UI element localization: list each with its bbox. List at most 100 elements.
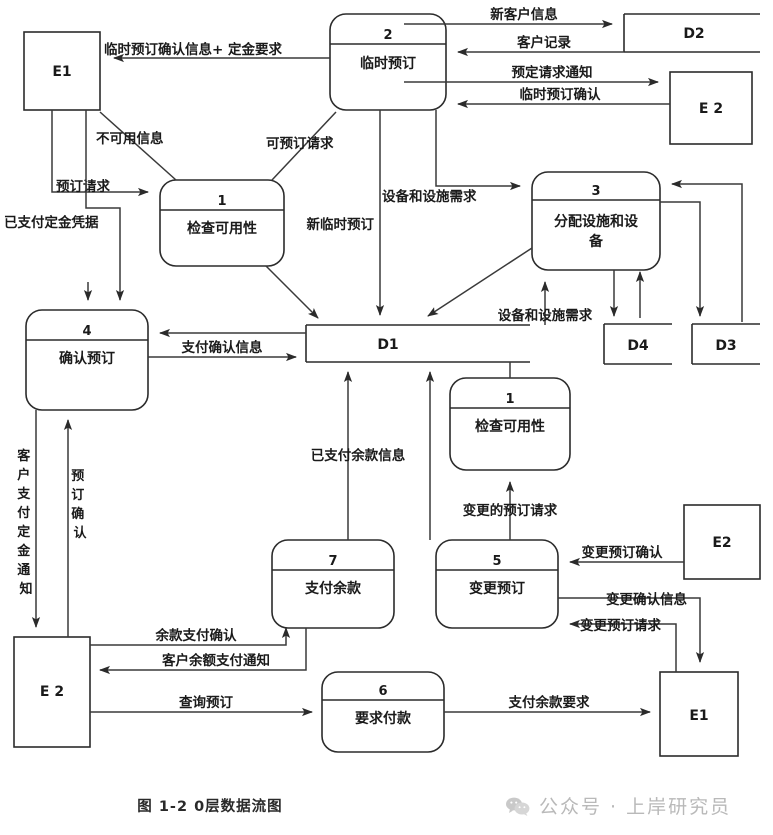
process-7: 7 支付余款 bbox=[271, 539, 395, 629]
process-name: 检查可用性 bbox=[475, 418, 545, 435]
flow-label: 余款支付确认 bbox=[155, 627, 237, 644]
flow-label-vertical: 客 户 支 付 定 金 通 知 bbox=[16, 448, 35, 597]
entity-e1-top: E1 bbox=[23, 31, 101, 111]
datastore-label: D1 bbox=[377, 337, 398, 353]
process-6: 6 要求付款 bbox=[321, 671, 445, 753]
flow-label: 变更的预订请求 bbox=[463, 502, 558, 519]
datastore-d3: D3 bbox=[691, 323, 760, 365]
flow-f17: 变更确认信息 bbox=[558, 591, 705, 663]
process-number: 3 bbox=[591, 184, 600, 199]
flow-label: 变更预订确认 bbox=[582, 544, 663, 561]
datastore-d4: D4 bbox=[603, 323, 672, 365]
flow-f02: 新客户信息 bbox=[404, 6, 613, 29]
flow-label-vertical: 预 订 确 认 bbox=[71, 469, 89, 541]
flow-label: 支付确认信息 bbox=[181, 339, 263, 356]
process-1b: 1 检查可用性 bbox=[449, 377, 571, 471]
wechat-icon bbox=[505, 796, 531, 816]
process-1a: 1 检查可用性 bbox=[159, 179, 285, 267]
flow-f12: 设备和设施需求 bbox=[498, 281, 593, 325]
flow-label: 已支付余款信息 bbox=[311, 447, 406, 464]
flow-f11: 新临时预订 bbox=[307, 110, 385, 316]
process-name: 变更预订 bbox=[469, 580, 525, 597]
flow-f21: 查询预订 bbox=[90, 694, 313, 717]
process-number: 6 bbox=[378, 684, 387, 699]
process-2: 2 临时预订 bbox=[329, 13, 447, 111]
flow-label: 设备和设施需求 bbox=[382, 188, 477, 205]
flow-f16: 变更预订确认 bbox=[569, 544, 684, 567]
flow-label: 预定请求通知 bbox=[512, 64, 593, 81]
process-name-line1: 分配设施和设 bbox=[554, 213, 639, 230]
datastore-label: D4 bbox=[627, 338, 649, 354]
entity-label: E2 bbox=[712, 535, 731, 551]
flow-f05: 临时预订确认 bbox=[457, 86, 670, 109]
entity-label: E 2 bbox=[40, 684, 64, 700]
flow-label: 查询预订 bbox=[179, 694, 233, 711]
entity-e2-bottom: E 2 bbox=[13, 636, 91, 748]
flow-label: 客户余额支付通知 bbox=[161, 652, 270, 669]
flow-v1: 客 户 支 付 定 金 通 知 bbox=[16, 410, 41, 628]
process-3: 3 分配设施和设 备 bbox=[531, 171, 661, 271]
flow-label: 变更确认信息 bbox=[606, 591, 687, 608]
process-name: 临时预订 bbox=[360, 55, 416, 72]
datastore-d2: D2 bbox=[623, 13, 760, 53]
figure-caption: 图 1-2 0层数据流图 bbox=[137, 799, 283, 815]
process-name: 检查可用性 bbox=[187, 220, 257, 237]
watermark: 公众号 · 上岸研究员 bbox=[505, 792, 731, 819]
entity-e2-top: E 2 bbox=[669, 71, 753, 145]
flow-v2: 预 订 确 认 bbox=[63, 419, 89, 637]
flow-p3-to-d1 bbox=[427, 247, 533, 317]
entity-label: E1 bbox=[52, 64, 71, 80]
entity-label: E1 bbox=[689, 708, 708, 724]
flow-f15: 变更的预订请求 bbox=[463, 481, 558, 540]
flow-label: 客户记录 bbox=[516, 34, 571, 51]
process-number: 7 bbox=[328, 554, 337, 569]
flow-label: 变更预订请求 bbox=[580, 617, 661, 634]
flow-f20: 客户余额支付通知 bbox=[99, 628, 307, 675]
flow-f14: 已支付余款信息 bbox=[311, 371, 406, 540]
process-name-line2: 备 bbox=[588, 233, 604, 250]
process-number: 4 bbox=[82, 324, 91, 339]
flow-f10: 设备和设施需求 bbox=[382, 110, 521, 205]
flow-label: 新客户信息 bbox=[490, 6, 558, 23]
process-name: 要求付款 bbox=[355, 710, 412, 727]
flow-label: 支付余款要求 bbox=[508, 694, 590, 711]
datastore-label: D3 bbox=[715, 338, 736, 354]
flow-label: 已支付定金凭据 bbox=[4, 214, 99, 231]
flow-f07: 可预订请求 bbox=[266, 111, 337, 181]
process-number: 1 bbox=[217, 194, 226, 209]
flow-label: 临时预订确认信息+ 定金要求 bbox=[104, 41, 283, 58]
entity-e1-bottom: E1 bbox=[659, 671, 739, 757]
flow-label: 不可用信息 bbox=[96, 130, 164, 147]
entity-label: E 2 bbox=[699, 101, 723, 117]
flow-p3-d3 bbox=[660, 179, 743, 322]
flow-label: 设备和设施需求 bbox=[498, 307, 593, 324]
process-5: 5 变更预订 bbox=[435, 539, 559, 629]
flow-f19: 余款支付确认 bbox=[90, 627, 291, 646]
process-4: 4 确认预订 bbox=[25, 309, 149, 411]
flow-p1a-to-d1 bbox=[265, 265, 319, 319]
flow-label: 可预订请求 bbox=[266, 135, 334, 152]
flow-f22: 支付余款要求 bbox=[444, 694, 651, 717]
datastore-label: D2 bbox=[683, 26, 704, 42]
datastore-d1: D1 bbox=[305, 324, 530, 363]
process-name: 支付余款 bbox=[304, 580, 362, 597]
watermark-text: 公众号 · 上岸研究员 bbox=[539, 796, 732, 818]
process-number: 5 bbox=[492, 554, 501, 569]
entity-e2-right: E2 bbox=[683, 504, 761, 580]
flow-f06: 不可用信息 bbox=[96, 111, 177, 181]
flow-f08: 预订请求 bbox=[51, 110, 149, 197]
flow-f01: 临时预订确认信息+ 定金要求 bbox=[104, 41, 330, 63]
process-number: 1 bbox=[505, 392, 514, 407]
flow-f18: 变更预订请求 bbox=[569, 617, 677, 672]
flow-f13: 支付确认信息 bbox=[148, 339, 297, 362]
process-name: 确认预订 bbox=[59, 350, 115, 367]
flow-f04: 预定请求通知 bbox=[404, 64, 659, 87]
flow-f09: 已支付定金凭据 bbox=[4, 110, 125, 301]
process-number: 2 bbox=[383, 28, 392, 43]
flow-p3-d4 bbox=[609, 270, 645, 318]
flow-label: 预订请求 bbox=[56, 178, 110, 195]
flow-label: 新临时预订 bbox=[307, 216, 375, 233]
flow-label: 临时预订确认 bbox=[520, 86, 601, 103]
